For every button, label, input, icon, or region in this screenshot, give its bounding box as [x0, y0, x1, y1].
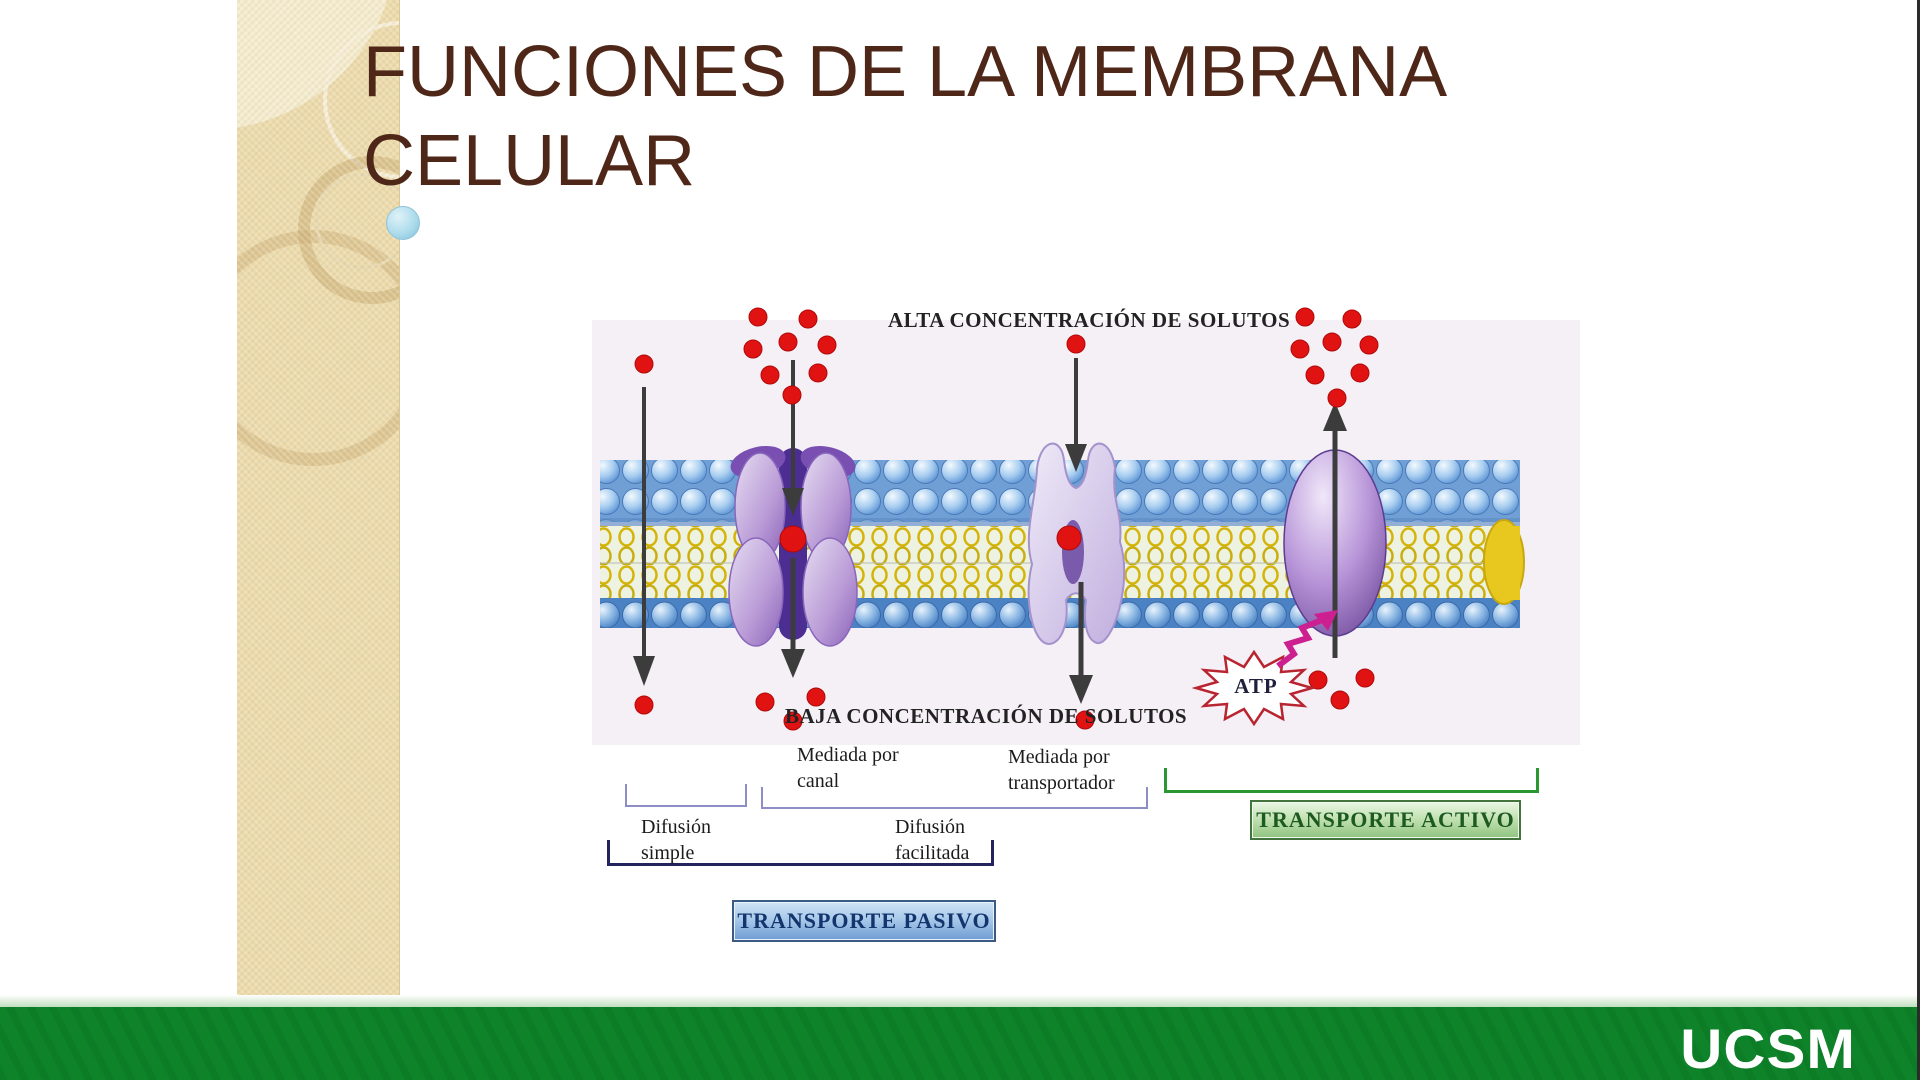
ucsm-logo: UCSM: [1680, 1017, 1856, 1080]
footer-bar: UCSM: [0, 1007, 1920, 1080]
title-line-2: CELULAR: [363, 121, 696, 201]
atp-energy-arrow: [1276, 610, 1338, 669]
facilitated-diffusion-bracket: [761, 787, 1148, 809]
solute-dots: [634, 307, 1379, 731]
simple-diffusion-label: Difusión simple: [641, 816, 711, 864]
active-transport-bracket: [1164, 768, 1539, 793]
membrane-diagram-graphic: [592, 307, 1580, 745]
passive-transport-bracket: [607, 840, 994, 866]
strip-texture: [237, 0, 399, 995]
decorative-blue-dot: [386, 206, 420, 240]
bilayer-cutaway-edge: [1508, 526, 1520, 600]
passive-transport-box: TRANSPORTE PASIVO: [732, 900, 996, 942]
transporter-mediated-label: Mediada por transportador: [1008, 746, 1115, 794]
transport-arrows: [633, 358, 1347, 704]
title-line-1: FUNCIONES DE LA MEMBRANA: [363, 32, 1448, 112]
atp-label: ATP: [1234, 674, 1278, 698]
decorative-ring: [315, 173, 399, 269]
atp-starburst: [1191, 649, 1317, 727]
page-title: FUNCIONES DE LA MEMBRANA CELULAR: [363, 28, 1613, 206]
simple-diffusion-bracket: [625, 784, 747, 807]
footer-accent-line: [0, 995, 1920, 1007]
high-concentration-label: ALTA CONCENTRACIÓN DE SOLUTOS: [888, 308, 1291, 332]
membrane-transport-diagram: ALTA CONCENTRACIÓN DE SOLUTOS BAJA CONCE…: [592, 300, 1580, 980]
channel-mediated-label: Mediada por canal: [797, 744, 899, 792]
facilitated-diffusion-label: Difusión facilitada: [895, 816, 970, 864]
low-concentration-label: BAJA CONCENTRACIÓN DE SOLUTOS: [785, 704, 1188, 728]
decorative-side-strip: [237, 0, 400, 995]
active-transport-box: TRANSPORTE ACTIVO: [1250, 800, 1521, 840]
slide-right-border: [1917, 0, 1920, 1080]
